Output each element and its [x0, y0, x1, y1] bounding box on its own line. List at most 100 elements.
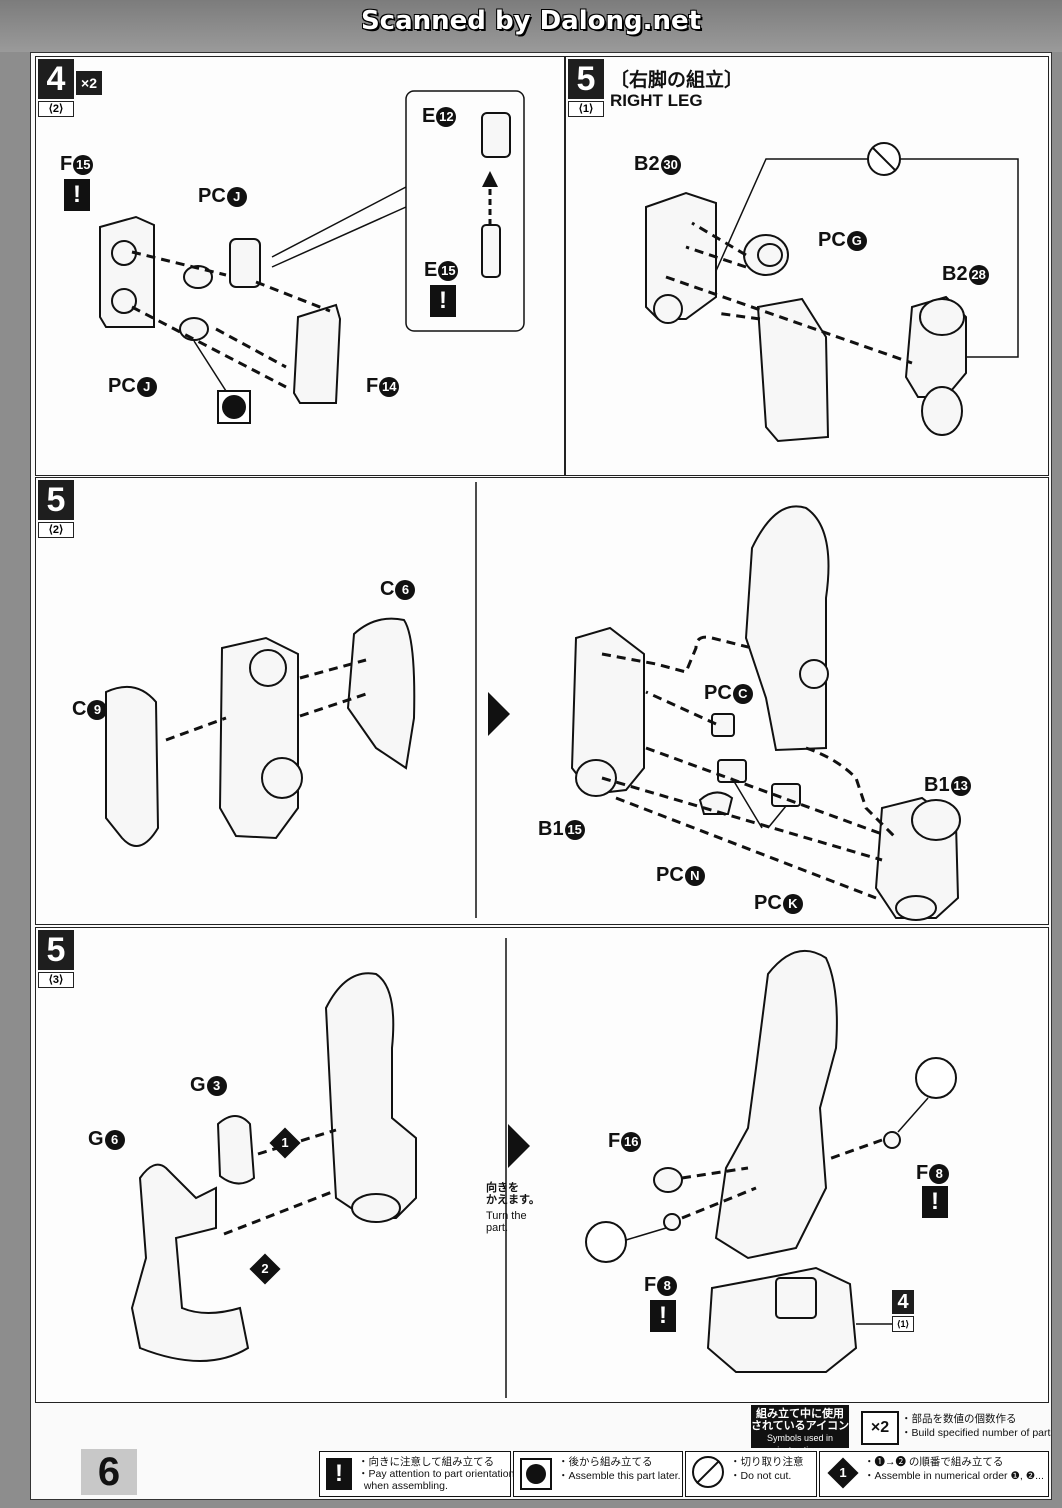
part-f14 [292, 303, 342, 404]
legend-later-en: ・Assemble this part later. [558, 1470, 681, 1482]
legend-order-en: ・Assemble in numerical order ❶, ❷... [864, 1470, 1044, 1482]
x2-icon: ×2 [861, 1411, 899, 1445]
legend-warning: ! ・向きに注意して組み立てる ・Pay attention to part o… [319, 1451, 515, 1497]
legend-title-en: Symbols used in instructions [766, 1433, 834, 1455]
part-c9 [105, 685, 160, 847]
part-g3 [216, 1115, 256, 1185]
part-pcc [711, 713, 735, 737]
assemble-later-icon [520, 1458, 552, 1490]
part-f16 [653, 1167, 683, 1193]
part-pcn [698, 791, 734, 815]
part-thigh-cover [744, 505, 830, 752]
sequence-1-icon: 1 [269, 1127, 301, 1159]
part-b1-15 [570, 626, 645, 796]
scan-header [0, 0, 1062, 52]
legend-title-jp: 組み立て中に使用 されているアイコン [751, 1408, 850, 1432]
part-leg-assembly [324, 972, 417, 1219]
step-4-diagram [99, 90, 525, 424]
part-pcj-bottom [179, 317, 209, 341]
legend-warning-jp: ・向きに注意して組み立てる [358, 1456, 495, 1468]
no-cut-icon [692, 1456, 724, 1488]
legend-x2-en: ・Build specified number of parts. [901, 1427, 1052, 1439]
legend-later-jp: ・後から組み立てる [558, 1456, 653, 1468]
step-title-en: RIGHT LEG [610, 91, 703, 110]
step-number: 5 [568, 59, 604, 99]
part-leg-complete [714, 949, 838, 1260]
step-substep: ⟨2⟩ [38, 101, 74, 117]
part-e15 [481, 224, 501, 278]
ref-step-4: 4 [892, 1290, 914, 1314]
legend-nocut-jp: ・切り取り注意 [730, 1456, 804, 1468]
warning-icon: ! [430, 285, 456, 317]
scan-credit: Scanned by Dalong.net [360, 6, 702, 36]
next-arrow-icon [488, 692, 510, 736]
detail-inset [405, 90, 525, 332]
legend-later: ・後から組み立てる ・Assemble this part later. [513, 1451, 683, 1497]
page-number: 6 [81, 1449, 137, 1495]
step-number: 4 [38, 59, 74, 99]
warning-icon: ! [922, 1186, 948, 1218]
part-f8-right [883, 1131, 901, 1149]
part-f8-left [663, 1213, 681, 1231]
ref-step-4-sub: ⟨1⟩ [892, 1316, 914, 1332]
step-number: 5 [38, 480, 74, 520]
turn-note-en: Turn the part. [486, 1210, 527, 1234]
part-c6 [346, 617, 416, 770]
step-5-3-panel: 5 ⟨3⟩ [35, 927, 1049, 1403]
instruction-page: 4 ⟨2⟩ ×2 [30, 52, 1052, 1500]
part-leg-block [756, 297, 830, 443]
step-substep: ⟨2⟩ [38, 522, 74, 538]
step-substep: ⟨3⟩ [38, 972, 74, 988]
sequence-2-icon: 2 [249, 1253, 281, 1285]
legend-order-jp: ・❶→❷ の順番で組み立てる [864, 1456, 1004, 1468]
step-substep: ⟨1⟩ [568, 101, 604, 117]
legend-title: 組み立て中に使用 されているアイコン Symbols used in instr… [751, 1405, 850, 1455]
step-number: 5 [38, 930, 74, 970]
part-base [706, 1266, 858, 1373]
multiplier-badge: ×2 [76, 71, 102, 95]
step-5-2-panel: 5 ⟨2⟩ [35, 477, 1049, 925]
legend-x2: ×2 ・部品を数値の個数作る ・Build specified number o… [861, 1409, 1051, 1453]
next-arrow-icon [508, 1124, 530, 1168]
legend-nocut: ・切り取り注意 ・Do not cut. [685, 1451, 817, 1497]
sequence-icon: 1 [827, 1457, 859, 1489]
part-g6 [130, 1163, 250, 1362]
warning-icon: ! [326, 1458, 352, 1490]
part-e12 [481, 112, 511, 158]
legend-warning-en: ・Pay attention to part orientation when … [358, 1468, 515, 1492]
legend-nocut-en: ・Do not cut. [730, 1470, 792, 1482]
part-pcj-top [183, 265, 213, 289]
step-5-1-panel: 5 ⟨1⟩ 〔右脚の組立〕 RIGHT LEG [565, 56, 1049, 476]
warning-icon: ! [650, 1300, 676, 1332]
step-title-jp: 〔右脚の組立〕 [610, 70, 744, 91]
legend-x2-jp: ・部品を数値の個数作る [901, 1413, 1017, 1425]
part-shaft [229, 238, 261, 288]
turn-note-jp: 向きを かえます。 [486, 1182, 540, 1206]
legend-order: 1 ・❶→❷ の順番で組み立てる ・Assemble in numerical … [819, 1451, 1049, 1497]
step-4-2-panel: 4 ⟨2⟩ ×2 [35, 56, 565, 476]
step-5-2-diagram [105, 482, 961, 921]
step-5-1-diagram [645, 142, 1019, 443]
warning-icon: ! [64, 179, 90, 211]
step-5-3-diagram [130, 938, 957, 1398]
